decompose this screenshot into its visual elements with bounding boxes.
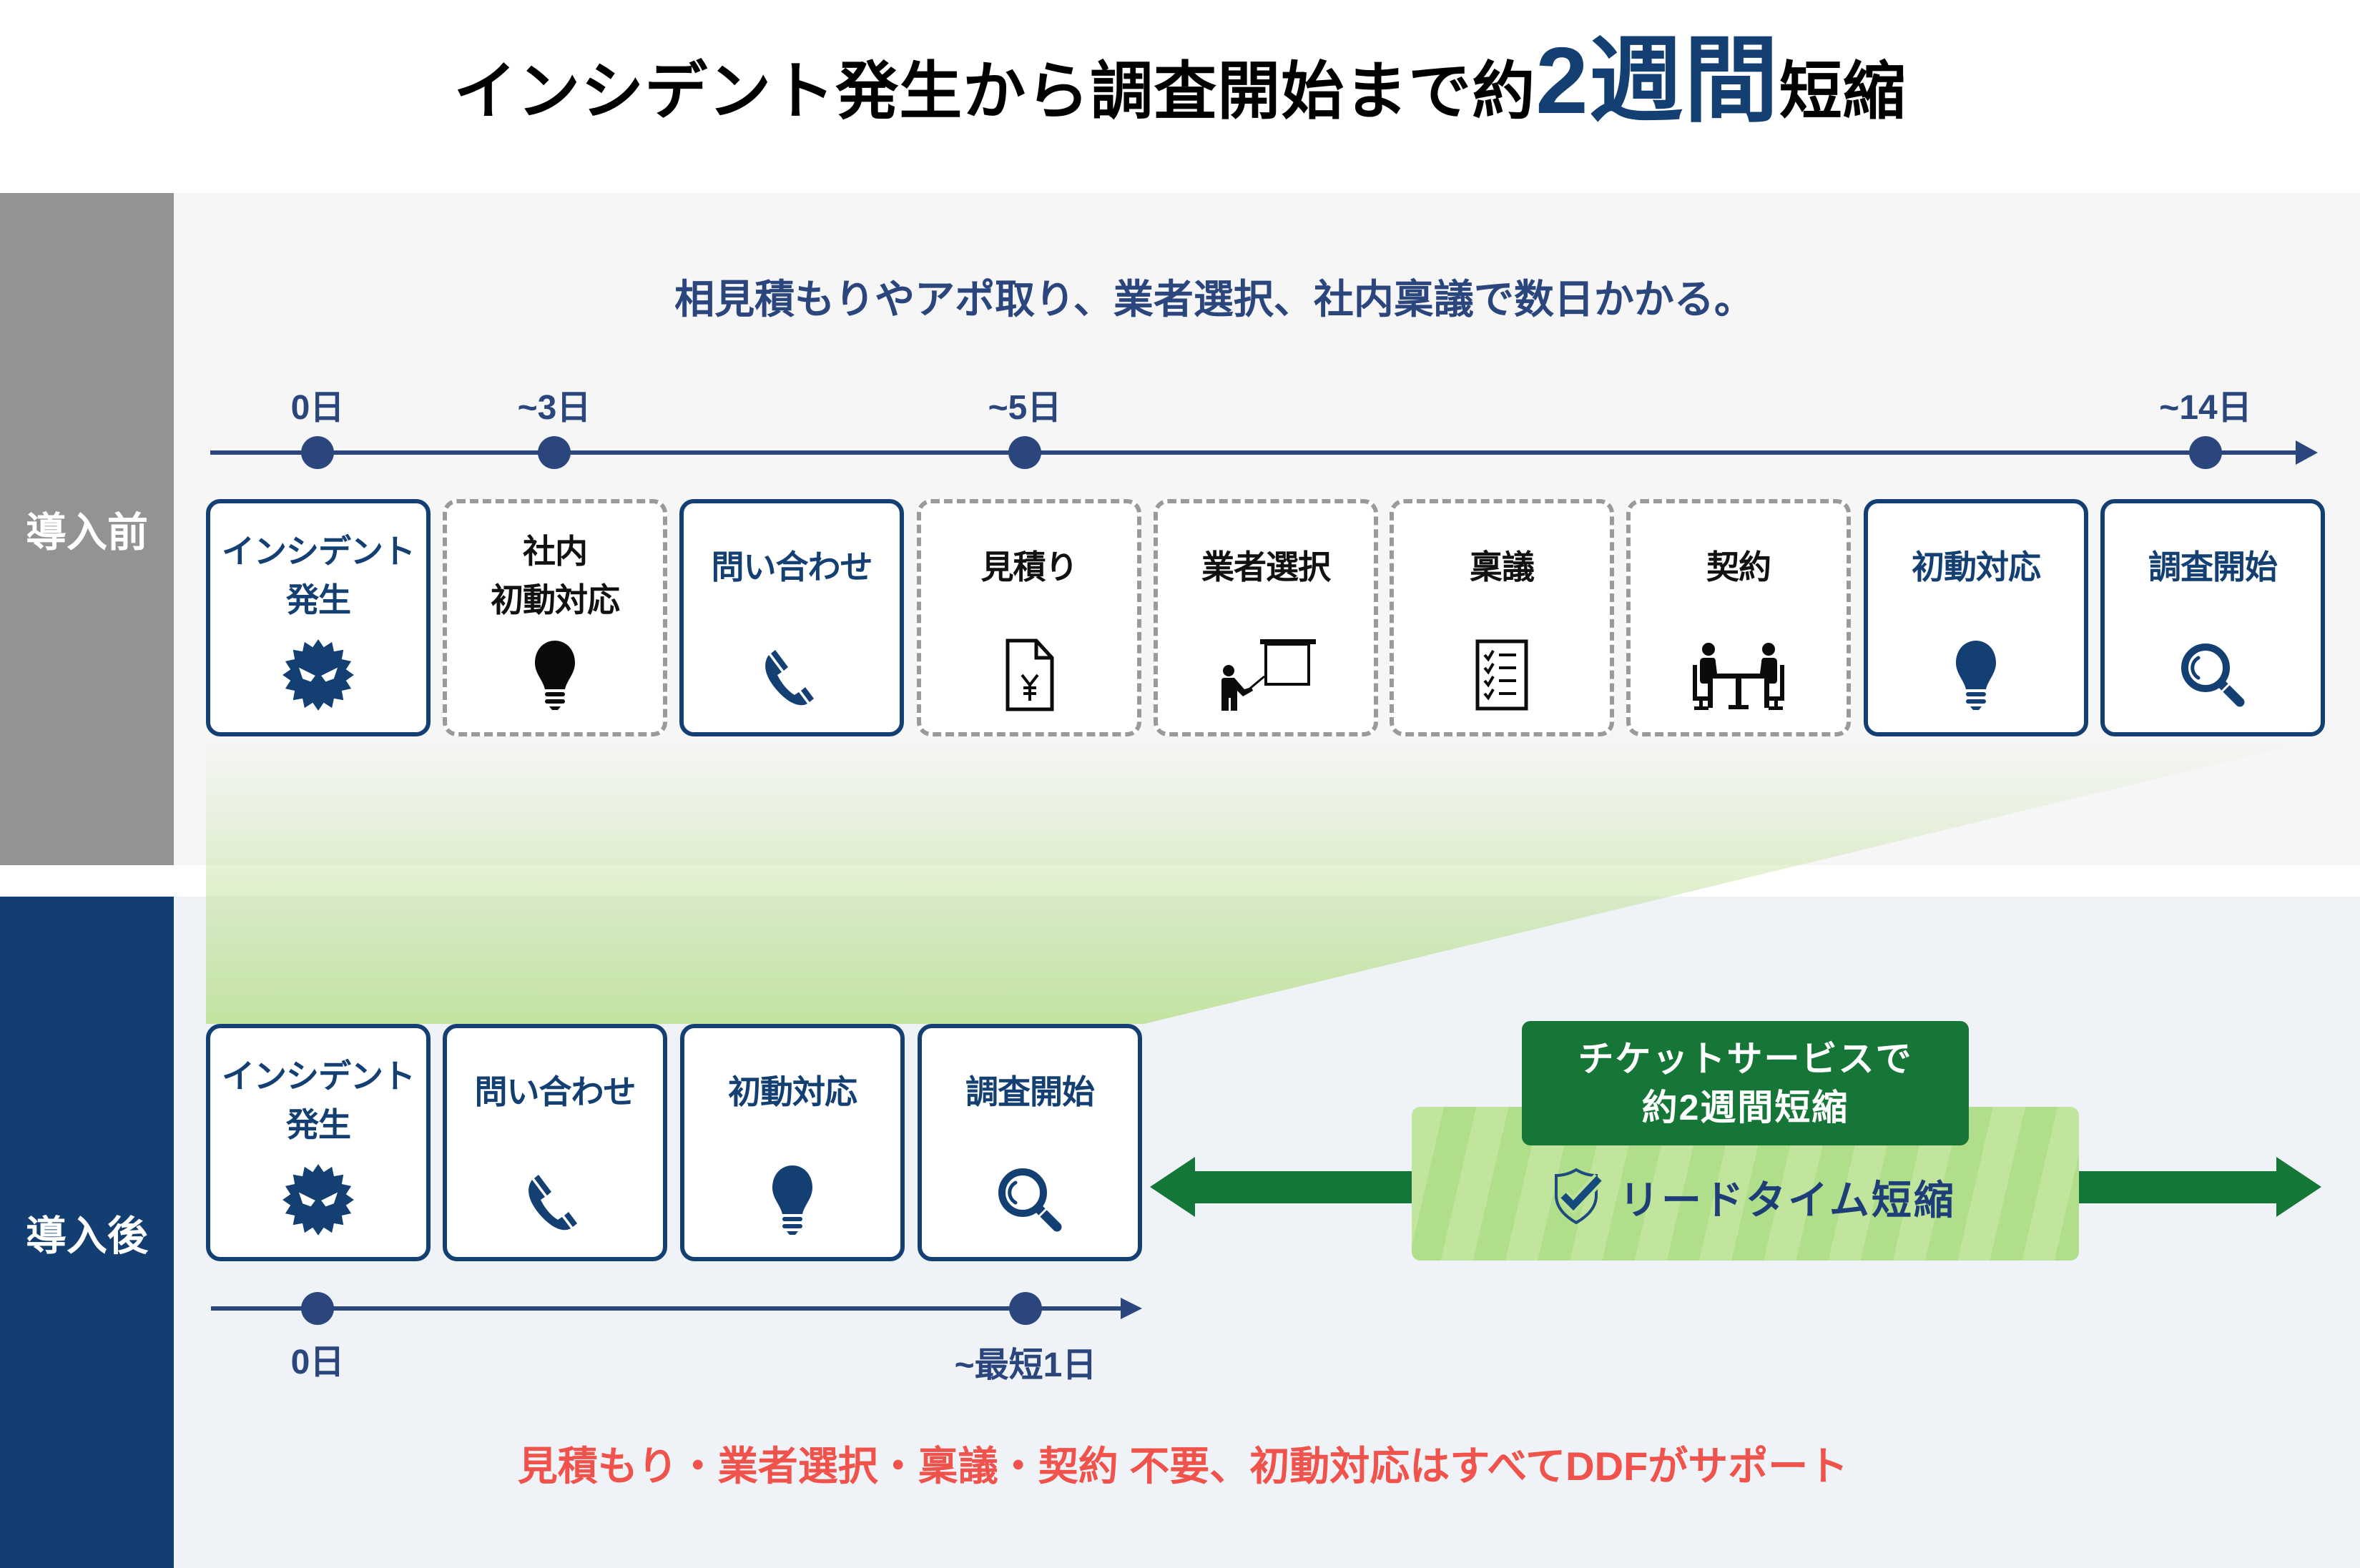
page-title: インシデント発生から調査開始まで約2週間短縮 — [0, 27, 2360, 145]
after-step-inquiry: 問い合わせ — [443, 1024, 667, 1261]
before-section-label: 導入前 — [0, 193, 174, 865]
lead-time-row: リードタイム短縮 — [1553, 1168, 1956, 1226]
magnifier-icon — [994, 1163, 1066, 1237]
step-label: 契約 — [1706, 548, 1771, 586]
step-label: 社内 初動対応 — [491, 533, 620, 618]
step-label: 初動対応 — [728, 1073, 857, 1110]
virus-icon — [281, 638, 355, 712]
before-timeline-label: ~3日 — [517, 389, 591, 427]
title-prefix: インシデント発生から調査開始まで約 — [453, 56, 1536, 127]
before-step-vendor-selection: 業者選択 — [1154, 499, 1378, 736]
after-step-first-response: 初動対応 — [680, 1024, 905, 1261]
funnel-shape — [206, 738, 2324, 1024]
after-section-label: 導入後 — [0, 897, 174, 1568]
after-footnote: 見積もり・業者選択・稟議・契約 不要、初動対応はすべてDDFがサポート — [517, 1444, 1849, 1489]
title-suffix: 短縮 — [1779, 56, 1907, 127]
before-note: 相見積もりやアポ取り、業者選択、社内稟議で数日かかる。 — [674, 277, 1754, 322]
step-label: 見積り — [980, 548, 1078, 586]
lightbulb-icon — [757, 1163, 828, 1237]
after-timeline-dot — [1009, 1292, 1042, 1325]
step-label: 調査開始 — [965, 1073, 1095, 1110]
before-timeline-dot — [1008, 436, 1041, 469]
step-label: インシデント 発生 — [222, 533, 416, 618]
after-step-incident: インシデント 発生 — [206, 1024, 431, 1261]
lightbulb-icon — [1940, 638, 2012, 712]
lead-time-label: リードタイム短縮 — [1619, 1177, 1956, 1223]
before-step-approval: 稟議 — [1390, 499, 1614, 736]
step-label: 調査開始 — [2148, 548, 2278, 586]
before-step-estimate: 見積り — [917, 499, 1141, 736]
after-step-investigation: 調査開始 — [918, 1024, 1142, 1261]
before-timeline-label: ~5日 — [988, 389, 1062, 427]
badge-line-1: チケットサービスで — [1578, 1039, 1913, 1079]
step-label: 問い合わせ — [474, 1073, 636, 1110]
before-timeline-dot — [2189, 436, 2222, 469]
step-label: 初動対応 — [1912, 548, 2041, 586]
before-step-first-response: 初動対応 — [1864, 499, 2088, 736]
before-timeline-arrowhead — [2296, 440, 2318, 465]
after-timeline-dot — [301, 1292, 334, 1325]
phone-icon — [519, 1163, 591, 1237]
badge-line-2: 約2週間短縮 — [1641, 1088, 1849, 1128]
yen-document-icon — [993, 638, 1065, 712]
before-step-contract: 契約 — [1626, 499, 1851, 736]
meeting-icon — [1688, 638, 1789, 712]
reduction-badge: チケットサービスで 約2週間短縮 — [1522, 1021, 1969, 1145]
checklist-icon — [1473, 638, 1530, 712]
presentation-icon — [1216, 638, 1316, 712]
after-timeline-label: 0日 — [290, 1343, 345, 1381]
before-step-investigation: 調査開始 — [2100, 499, 2325, 736]
step-label: インシデント 発生 — [222, 1057, 416, 1143]
before-step-inquiry: 問い合わせ — [679, 499, 904, 736]
after-timeline-label: ~最短1日 — [954, 1346, 1097, 1384]
virus-icon — [281, 1163, 355, 1237]
title-highlight: 2週間 — [1535, 28, 1779, 133]
step-label: 問い合わせ — [711, 548, 873, 586]
before-timeline-label: 0日 — [290, 389, 345, 427]
after-timeline-arrowhead — [1121, 1298, 1142, 1319]
phone-icon — [756, 638, 827, 712]
shield-check-icon — [1553, 1167, 1604, 1228]
step-label: 業者選択 — [1201, 548, 1331, 586]
step-label: 稟議 — [1470, 548, 1535, 586]
before-timeline-label: ~14日 — [2159, 389, 2252, 427]
magnifier-icon — [2177, 638, 2248, 712]
lightbulb-icon — [519, 638, 591, 712]
before-step-internal-response: 社内 初動対応 — [443, 499, 667, 736]
before-timeline-dot — [538, 436, 571, 469]
before-timeline-dot — [301, 436, 334, 469]
before-step-incident: インシデント 発生 — [206, 499, 431, 736]
